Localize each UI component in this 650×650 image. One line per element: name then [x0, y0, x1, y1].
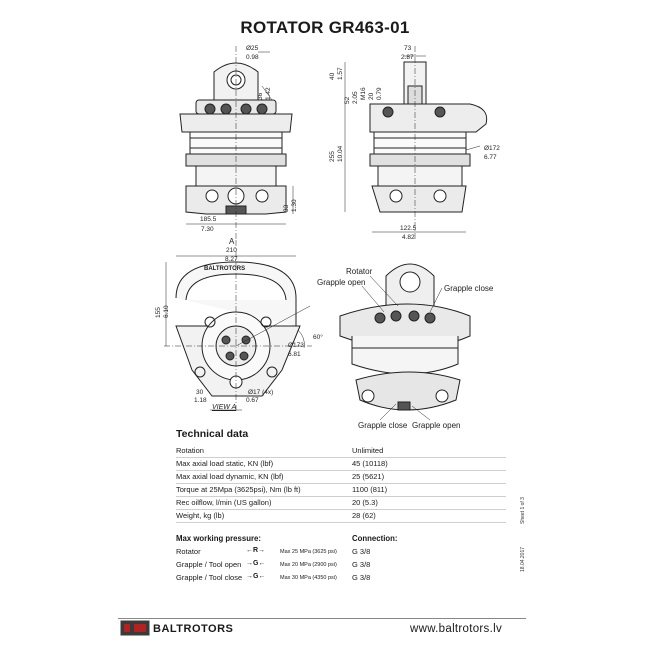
dim-width-185-inch: 7.30 [201, 226, 214, 233]
dim-view-a-155-inch: 6.10 [163, 305, 170, 318]
spec-value: 28 (62) [352, 511, 376, 520]
pressure-name: Grapple / Tool open [176, 560, 242, 569]
connection-value: G 3/8 [352, 573, 371, 582]
dim-height-inch: 10.04 [337, 145, 344, 162]
dim-side-20: 20 [368, 92, 375, 100]
dim-hole-17-inch: 0.67 [246, 397, 259, 404]
pressure-row: Grapple / Tool open →G← Max 20 MPa (2900… [176, 559, 506, 571]
dim-height: 255 [329, 151, 336, 162]
callout-grapple-close-bottom: Grapple close [358, 421, 408, 430]
dim-angle: 60° [313, 334, 323, 341]
sheet-note: Sheet 1 of 3 [520, 497, 526, 524]
dim-side-73: 73 [404, 45, 412, 52]
spec-row: Max axial load static, KN (lbf) 45 (1011… [176, 457, 506, 471]
spec-value: Unlimited [352, 446, 384, 455]
pressure-code: →G← [246, 573, 266, 580]
dim-hole-17: Ø17 (4x) [248, 389, 274, 396]
view-a-drawing [164, 240, 312, 411]
dim-width-122-inch: 4.82 [402, 234, 415, 241]
technical-data-heading: Technical data [176, 428, 249, 440]
page-title: ROTATOR GR463-01 [240, 18, 410, 37]
embossed-logo-text: BALTROTORS [204, 266, 246, 272]
pressure-code: ←R→ [246, 547, 266, 554]
spec-row: Rec oilflow, l/min (US gallon) 20 (5.3) [176, 496, 506, 510]
dim-side-40: 40 [329, 72, 336, 80]
dim-diameter-172-inch: 6.77 [484, 154, 497, 161]
dim-front-diameter: Ø25 [246, 45, 259, 52]
front-view-drawing [179, 46, 294, 240]
side-view-drawing [344, 46, 488, 240]
spec-name: Torque at 25Mpa (3625psi), Nm (lb ft) [176, 485, 301, 494]
pressure-row: Grapple / Tool close →G← Max 30 MPa (435… [176, 572, 506, 584]
date-note: 18.04.2017 [520, 546, 526, 572]
spec-row: Torque at 25Mpa (3625psi), Nm (lb ft) 11… [176, 483, 506, 497]
section-mark-a: A [229, 237, 235, 246]
callout-rotator: Rotator [346, 267, 373, 276]
spec-value: 1100 (811) [352, 485, 388, 494]
pressure-value: Max 25 MPa (3625 psi) [280, 549, 337, 555]
dim-diameter-173: Ø173 [288, 342, 304, 349]
dim-diameter-172: Ø172 [484, 145, 500, 152]
isometric-drawing [339, 263, 471, 421]
footer-website: www.baltrotors.lv [410, 623, 503, 635]
baltrotors-logo-icon [120, 620, 150, 636]
spec-name: Weight, kg (lb) [176, 511, 225, 520]
spec-name: Max axial load dynamic, KN (lbf) [176, 472, 284, 481]
spec-name: Rotation [176, 446, 204, 455]
dim-view-a-30-inch: 1.18 [194, 397, 207, 404]
dim-view-a-155: 155 [155, 307, 162, 318]
spec-row: Max axial load dynamic, KN (lbf) 25 (562… [176, 470, 506, 484]
dim-view-a-210-inch: 8.27 [225, 256, 238, 263]
dim-side-52: 52 [344, 96, 351, 104]
dim-front-36-inch: 1.42 [265, 87, 272, 100]
footer-brand: BALTROTORS [153, 623, 234, 635]
callout-grapple-open-top: Grapple open [317, 278, 366, 287]
dim-side-52-inch: 2.05 [352, 91, 359, 104]
spec-name: Max axial load static, KN (lbf) [176, 459, 274, 468]
pressure-value: Max 30 MPa (4350 psi) [280, 575, 337, 581]
spec-value: 25 (5621) [352, 472, 385, 481]
spec-value: 20 (5.3) [352, 498, 378, 507]
dim-side-20-inch: 0.79 [376, 87, 383, 100]
spec-row: Weight, kg (lb) 28 (62) [176, 509, 506, 523]
connection-value: G 3/8 [352, 560, 371, 569]
footer-divider [118, 618, 526, 619]
dim-width-185: 185.5 [200, 216, 217, 223]
pressure-code: →G← [246, 560, 266, 567]
pressure-name: Grapple / Tool close [176, 573, 243, 582]
dim-side-40-inch: 1.57 [337, 67, 344, 80]
pressure-name: Rotator [176, 547, 201, 556]
dim-front-diameter-inch: 0.98 [246, 54, 259, 61]
connection-value: G 3/8 [352, 547, 371, 556]
dim-diameter-173-inch: 6.81 [288, 351, 301, 358]
view-a-label: VIEW A [212, 404, 237, 411]
spec-name: Rec oilflow, l/min (US gallon) [176, 498, 272, 507]
spec-value: 45 (10118) [352, 459, 388, 468]
dim-height-33-inch: 1.30 [291, 199, 298, 212]
pressure-heading: Max working pressure: [176, 534, 261, 543]
dim-view-a-210: 210 [226, 247, 237, 254]
dim-view-a-30: 30 [196, 389, 204, 396]
dim-side-m16: M16 [360, 87, 367, 100]
dim-height-33: 33 [283, 204, 290, 212]
dim-front-36: 36 [257, 92, 264, 100]
connection-heading: Connection: [352, 534, 398, 543]
spec-row: Rotation Unlimited [176, 444, 506, 458]
callout-grapple-open-bottom: Grapple open [412, 421, 461, 430]
pressure-value: Max 20 MPa (2900 psi) [280, 562, 337, 568]
pressure-row: Rotator ←R→ Max 25 MPa (3625 psi) G 3/8 [176, 546, 506, 558]
dim-side-73-inch: 2.87 [401, 54, 414, 61]
dim-width-122: 122.5 [400, 225, 417, 232]
callout-grapple-close-top: Grapple close [444, 284, 494, 293]
